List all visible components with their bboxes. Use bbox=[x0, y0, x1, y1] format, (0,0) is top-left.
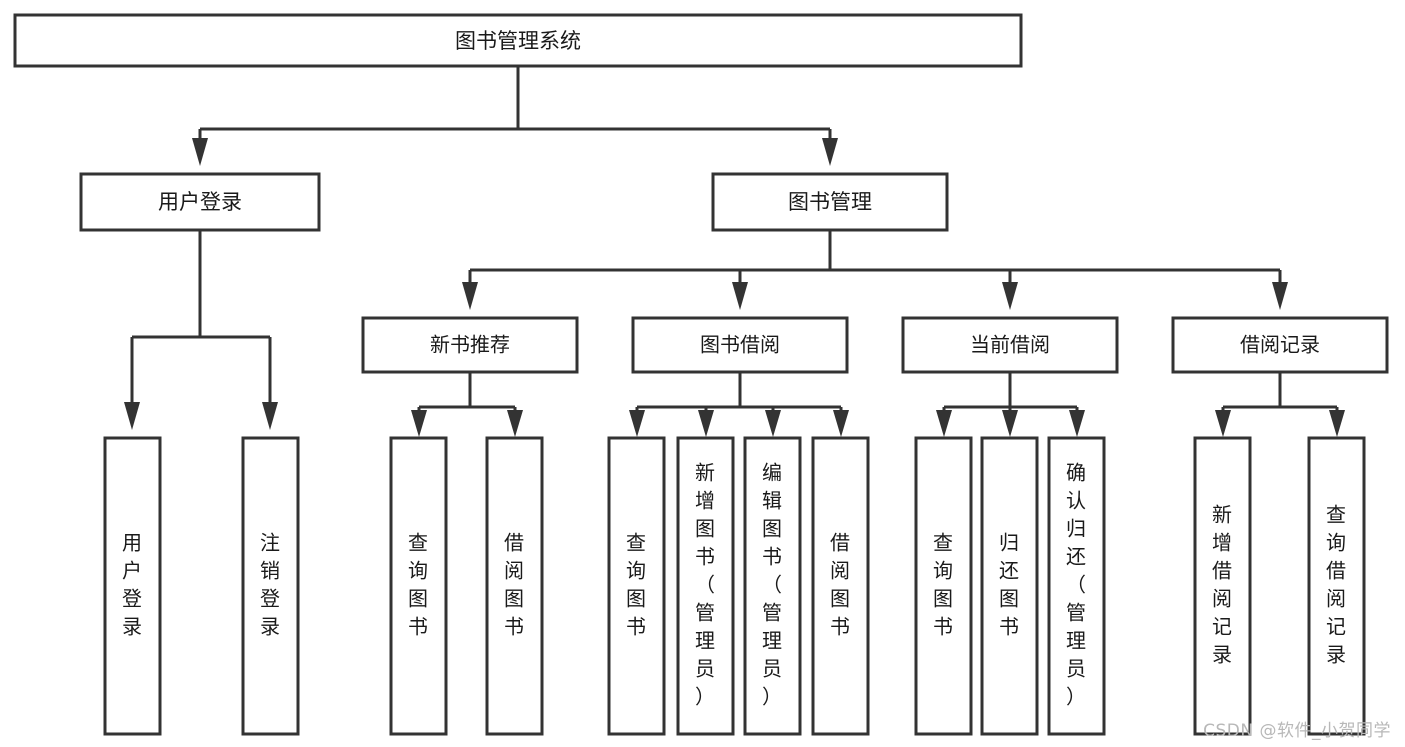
node-leaf-query-book-1-label: 查询图书 bbox=[408, 531, 428, 639]
node-leaf-query-book-1[interactable]: 查询图书 bbox=[389, 436, 448, 736]
arrowhead-leaf-query-record bbox=[1329, 410, 1345, 437]
node-leaf-query-book-2[interactable]: 查询图书 bbox=[607, 436, 666, 736]
node-leaf-query-book-1-box[interactable] bbox=[389, 436, 448, 736]
node-leaf-add-book[interactable]: 新增图书（管理员） bbox=[676, 436, 735, 736]
node-leaf-query-book-2-label: 查询图书 bbox=[626, 531, 646, 639]
node-leaf-user-logout[interactable]: 注销登录 bbox=[241, 436, 300, 736]
node-leaf-confirm-return[interactable]: 确认归还（管理员） bbox=[1047, 436, 1106, 736]
arrowhead-leaf-edit-book bbox=[765, 410, 781, 437]
arrowhead-book-manage bbox=[822, 138, 838, 166]
arrowhead-book-borrow bbox=[732, 282, 748, 310]
node-leaf-borrow-book-2-label: 借阅图书 bbox=[830, 531, 850, 639]
arrowhead-leaf-borrow-book-1 bbox=[507, 410, 523, 437]
node-book-borrow-label: 图书借阅 bbox=[700, 333, 780, 357]
node-leaf-add-record-box[interactable] bbox=[1193, 436, 1252, 736]
node-leaf-user-login-box[interactable] bbox=[103, 436, 162, 736]
node-book-borrow-box[interactable] bbox=[631, 316, 849, 374]
node-leaf-query-record-box[interactable] bbox=[1307, 436, 1366, 736]
node-leaf-borrow-book-2[interactable]: 借阅图书 bbox=[811, 436, 870, 736]
node-leaf-query-book-3-label: 查询图书 bbox=[933, 531, 953, 639]
arrowhead-leaf-user-login bbox=[124, 402, 140, 430]
node-borrow-record[interactable]: 借阅记录 bbox=[1171, 316, 1389, 374]
arrowhead-current-borrow bbox=[1002, 282, 1018, 310]
node-leaf-return-book[interactable]: 归还图书 bbox=[980, 436, 1039, 736]
node-new-book-rec[interactable]: 新书推荐 bbox=[361, 316, 579, 374]
node-leaf-query-book-3-box[interactable] bbox=[914, 436, 973, 736]
arrowhead-borrow-record bbox=[1272, 282, 1288, 310]
node-current-borrow[interactable]: 当前借阅 bbox=[901, 316, 1119, 374]
node-current-borrow-label: 当前借阅 bbox=[970, 333, 1050, 357]
leaf-layer: 用户登录 注销登录 查询图书 借阅图书 查询图书 新增图书 bbox=[103, 436, 1366, 736]
node-leaf-user-login-label: 用户登录 bbox=[122, 531, 142, 639]
node-root-box[interactable] bbox=[13, 13, 1023, 68]
arrowhead-new-book-rec bbox=[462, 282, 478, 310]
node-leaf-query-book-2-box[interactable] bbox=[607, 436, 666, 736]
edge-layer bbox=[124, 66, 1345, 437]
node-new-book-rec-label: 新书推荐 bbox=[430, 333, 510, 357]
arrowhead-leaf-add-record bbox=[1215, 410, 1231, 437]
node-user-login-label: 用户登录 bbox=[158, 190, 242, 214]
node-user-login-box[interactable] bbox=[79, 172, 321, 232]
arrowhead-leaf-confirm-return bbox=[1069, 410, 1085, 437]
node-leaf-query-record-label: 查询借阅记录 bbox=[1326, 503, 1346, 667]
node-leaf-edit-book[interactable]: 编辑图书（管理员） bbox=[743, 436, 802, 736]
node-user-login[interactable]: 用户登录 bbox=[79, 172, 321, 232]
node-leaf-edit-book-box[interactable] bbox=[743, 436, 802, 736]
node-leaf-return-book-box[interactable] bbox=[980, 436, 1039, 736]
node-leaf-add-record[interactable]: 新增借阅记录 bbox=[1193, 436, 1252, 736]
node-leaf-borrow-book-1-box[interactable] bbox=[485, 436, 544, 736]
node-book-manage-label: 图书管理 bbox=[788, 190, 872, 214]
node-leaf-query-record[interactable]: 查询借阅记录 bbox=[1307, 436, 1366, 736]
node-borrow-record-box[interactable] bbox=[1171, 316, 1389, 374]
node-leaf-return-book-label: 归还图书 bbox=[999, 531, 1019, 639]
node-leaf-add-book-box[interactable] bbox=[676, 436, 735, 736]
node-leaf-add-record-label: 新增借阅记录 bbox=[1212, 503, 1232, 667]
node-book-manage[interactable]: 图书管理 bbox=[711, 172, 949, 232]
node-leaf-user-logout-label: 注销登录 bbox=[260, 531, 280, 639]
node-borrow-record-label: 借阅记录 bbox=[1240, 333, 1320, 357]
node-leaf-borrow-book-2-box[interactable] bbox=[811, 436, 870, 736]
arrowhead-leaf-query-book-3 bbox=[936, 410, 952, 437]
arrowhead-leaf-add-book bbox=[698, 410, 714, 437]
node-leaf-confirm-return-box[interactable] bbox=[1047, 436, 1106, 736]
node-leaf-user-logout-box[interactable] bbox=[241, 436, 300, 736]
arrowhead-leaf-borrow-book-2 bbox=[833, 410, 849, 437]
node-leaf-query-book-3[interactable]: 查询图书 bbox=[914, 436, 973, 736]
arrowhead-leaf-return-book bbox=[1002, 410, 1018, 437]
node-leaf-borrow-book-1-label: 借阅图书 bbox=[504, 531, 524, 639]
arrowhead-leaf-user-logout bbox=[262, 402, 278, 430]
node-leaf-user-login[interactable]: 用户登录 bbox=[103, 436, 162, 736]
arrowhead-leaf-query-book-2 bbox=[629, 410, 645, 437]
node-leaf-edit-book-label: 编辑图书（管理员） bbox=[762, 461, 782, 709]
node-leaf-borrow-book-1[interactable]: 借阅图书 bbox=[485, 436, 544, 736]
node-book-manage-box[interactable] bbox=[711, 172, 949, 232]
node-root[interactable]: 图书管理系统 bbox=[13, 13, 1023, 68]
node-current-borrow-box[interactable] bbox=[901, 316, 1119, 374]
node-root-label: 图书管理系统 bbox=[455, 29, 581, 53]
arrowhead-leaf-query-book-1 bbox=[411, 410, 427, 437]
node-new-book-rec-box[interactable] bbox=[361, 316, 579, 374]
node-leaf-confirm-return-label: 确认归还（管理员） bbox=[1066, 461, 1086, 709]
node-leaf-add-book-label: 新增图书（管理员） bbox=[695, 461, 715, 709]
arrowhead-user-login bbox=[192, 138, 208, 166]
node-book-borrow[interactable]: 图书借阅 bbox=[631, 316, 849, 374]
